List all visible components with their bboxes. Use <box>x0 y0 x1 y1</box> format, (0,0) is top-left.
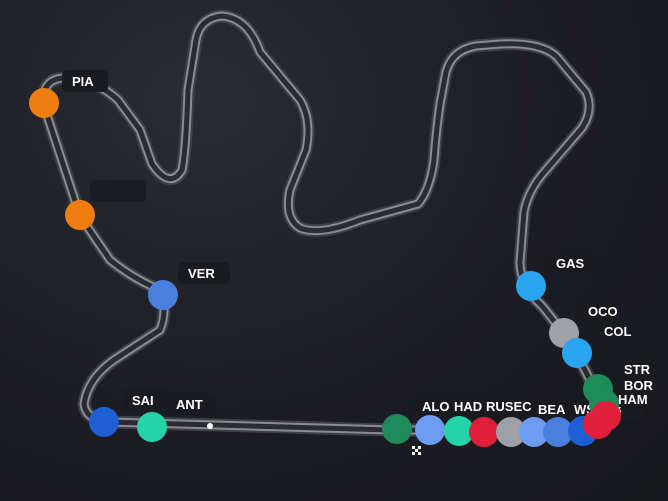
driver-marker-alb[interactable] <box>543 417 573 447</box>
svg-text:HAD: HAD <box>454 399 482 414</box>
driver-marker-gas[interactable] <box>516 271 546 301</box>
svg-text:ALO: ALO <box>422 399 449 414</box>
svg-text:RUSEC: RUSEC <box>486 399 532 414</box>
svg-text:COL: COL <box>604 324 632 339</box>
driver-marker-ham[interactable] <box>591 401 621 431</box>
driver-label: COL <box>594 320 646 342</box>
svg-text:SAI: SAI <box>132 393 154 408</box>
circuit <box>37 9 614 437</box>
svg-text:BEA: BEA <box>538 402 566 417</box>
driver-label: ANT <box>166 393 216 415</box>
driver-marker-rus[interactable] <box>444 416 474 446</box>
svg-text:ANT: ANT <box>176 397 203 412</box>
driver-marker-bea[interactable] <box>519 417 549 447</box>
driver-marker-sai[interactable] <box>89 407 119 437</box>
driver-marker-oco[interactable] <box>496 417 526 447</box>
driver-label: VER <box>178 262 230 284</box>
driver-marker-unnamed[interactable] <box>65 200 95 230</box>
marker-dot <box>207 423 213 429</box>
driver-marker-col[interactable] <box>562 338 592 368</box>
svg-text:STR: STR <box>624 362 651 377</box>
driver-label: BOR <box>614 376 664 394</box>
driver-marker-ant[interactable] <box>137 412 167 442</box>
driver-label: HAM <box>614 391 664 407</box>
driver-label: ALO <box>410 395 456 417</box>
driver-label: HAD <box>450 395 492 417</box>
driver-label: SAI <box>122 389 168 411</box>
driver-label: BEA <box>536 398 568 420</box>
driver-label: PIA <box>62 70 108 92</box>
driver-marker-lec[interactable] <box>469 417 499 447</box>
driver-label: GAS <box>546 252 598 274</box>
checkered-flag-icon <box>412 446 421 455</box>
svg-text:GAS: GAS <box>556 256 585 271</box>
driver-marker-alo[interactable] <box>382 414 412 444</box>
driver-marker-pia[interactable] <box>29 88 59 118</box>
driver-marker-had[interactable] <box>415 415 445 445</box>
svg-text:OCO: OCO <box>588 304 618 319</box>
svg-text:BOR: BOR <box>624 378 654 393</box>
driver-label <box>90 180 146 202</box>
circuit-centerline <box>41 13 610 433</box>
driver-label: RUSEC <box>482 395 534 417</box>
svg-text:HAM: HAM <box>618 392 648 407</box>
driver-label: OCO <box>578 300 630 322</box>
driver-label: STR <box>614 360 664 378</box>
driver-dots <box>29 88 621 447</box>
svg-text:VER: VER <box>188 266 215 281</box>
svg-text:PIA: PIA <box>72 74 94 89</box>
driver-marker-ver[interactable] <box>148 280 178 310</box>
